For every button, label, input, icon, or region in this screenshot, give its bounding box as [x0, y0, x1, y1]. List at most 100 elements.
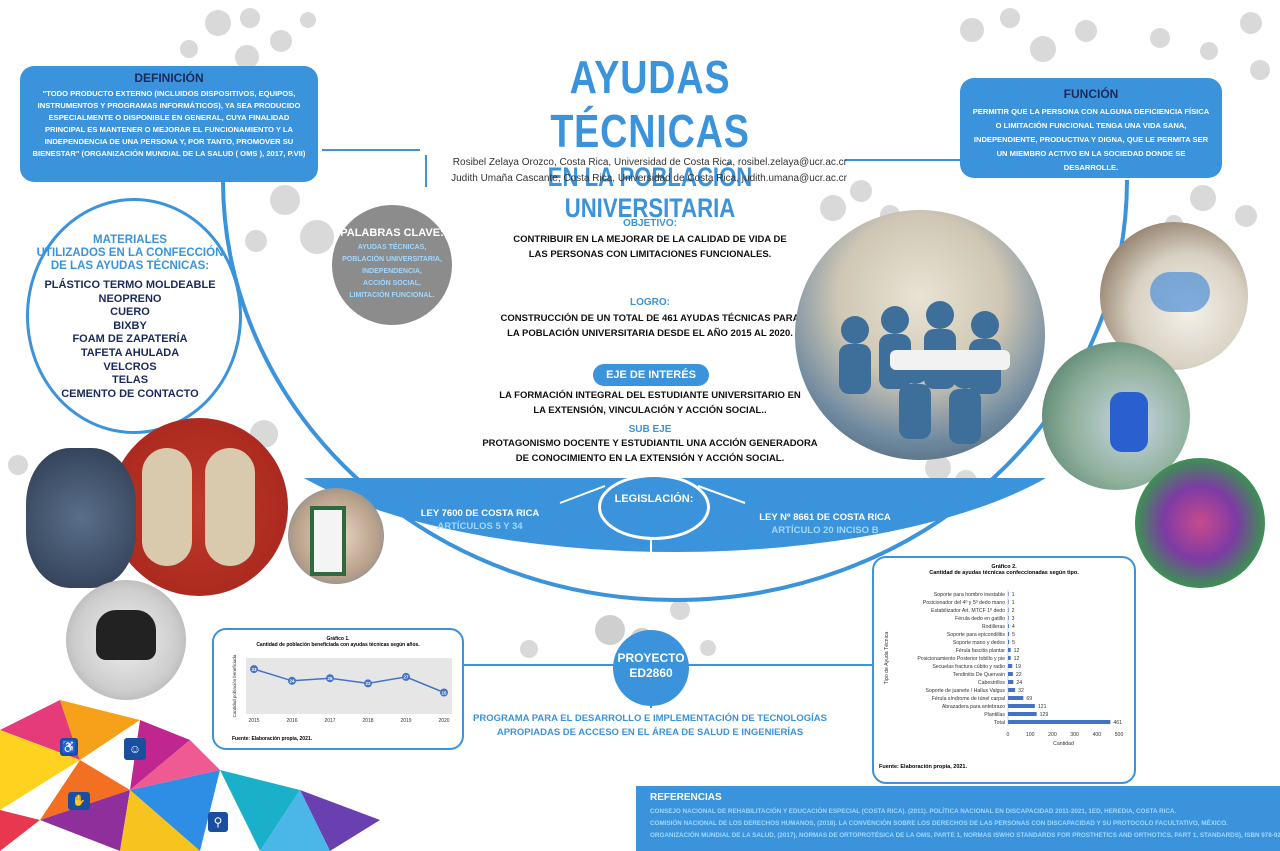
ley-8661-line-1: LEY Nº 8661 DE COSTA RICA — [759, 512, 891, 523]
proyecto-circle: PROYECTO ED2860 — [613, 630, 689, 706]
photo-colored-cast — [1135, 458, 1265, 588]
bar-value-label: 4 — [1012, 624, 1015, 630]
material-item: TAFETA AHULADA — [80, 346, 180, 359]
bar — [1008, 680, 1014, 684]
series-line — [253, 668, 445, 694]
material-item: PLÁSTICO TERMO MOLDEABLE — [44, 279, 216, 291]
x-axis-label: Cantidad — [1053, 741, 1074, 747]
photo-knee-brace — [26, 448, 136, 588]
grafico-1-source: Fuente: Elaboración propia, 2021. — [232, 736, 313, 742]
category-label: Soporte de juanete / Hallux Valgus — [926, 688, 1006, 694]
x-tick-label: 2018 — [362, 718, 373, 724]
x-tick-label: 300 — [1070, 732, 1079, 738]
sub-eje-block: SUB EJE PROTAGONISMO DOCENTE Y ESTUDIANT… — [460, 424, 840, 466]
sub-eje-line-2: DE CONOCIMIENTO EN LA EXTENSIÓN Y ACCIÓN… — [515, 453, 785, 464]
author-2: Judith Umaña Cascante, Costa Rica, Unive… — [451, 173, 847, 184]
photo-foot-splint — [288, 488, 384, 584]
bar — [1008, 600, 1009, 604]
data-label: 22 — [365, 681, 371, 686]
bar — [1008, 696, 1024, 700]
photo-splint-blue — [1042, 342, 1190, 490]
bar-value-label: 12 — [1014, 648, 1020, 654]
definicion-heading: DEFINICIÓN — [134, 71, 204, 85]
category-label: Plantillas — [984, 712, 1005, 718]
title-block: AYUDAS TÉCNICAS EN LA POBLACIÓN UNIVERSI… — [440, 50, 860, 224]
bar — [1008, 704, 1035, 708]
bar — [1008, 720, 1111, 724]
eje-line-1: LA FORMACIÓN INTEGRAL DEL ESTUDIANTE UNI… — [499, 390, 801, 401]
legislacion-heading: LEGISLACIÓN: — [614, 493, 694, 505]
x-tick-label: 2020 — [438, 718, 449, 724]
referencias-box: REFERENCIAS CONSEJO NACIONAL DE REHABILI… — [636, 786, 1280, 851]
x-tick-label: 2019 — [400, 718, 411, 724]
bar — [1008, 664, 1013, 668]
category-label: Tendinitis De Quervain — [953, 672, 1005, 678]
programa-block: PROGRAMA PARA EL DESARROLLO E IMPLEMENTA… — [470, 712, 830, 740]
data-point — [326, 674, 334, 683]
x-tick-label: 2015 — [248, 718, 259, 724]
ley-7600: LEY 7600 DE COSTA RICA ARTÍCULOS 5 Y 34 — [400, 507, 560, 533]
page-subtitle: EN LA POBLACIÓN UNIVERSITARIA — [547, 162, 753, 223]
grafico-2-title: Gráfico 2. — [991, 564, 1017, 570]
bar-value-label: 461 — [1113, 720, 1122, 726]
convencion-line-3: DEL 2008 — [628, 586, 672, 597]
material-item: VELCROS — [103, 360, 157, 373]
category-label: Férula fascitis plantar — [956, 648, 1006, 654]
data-point — [288, 676, 296, 685]
palabras-clave-circle: PALABRAS CLAVE: AYUDAS TÉCNICAS, POBLACI… — [332, 205, 452, 325]
data-label: 33 — [251, 667, 257, 672]
insole-left-icon — [142, 448, 192, 566]
funcion-heading: FUNCIÓN — [1063, 87, 1119, 101]
authors: Rosibel Zelaya Orozco, Costa Rica, Unive… — [425, 155, 847, 187]
bar — [1008, 648, 1011, 652]
grafico-1-subtitle: Cantidad de población beneficiada con ay… — [256, 642, 420, 648]
x-tick-label: 2017 — [324, 718, 335, 724]
bar-value-label: 129 — [1040, 712, 1049, 718]
material-item: CEMENTO DE CONTACTO — [61, 387, 199, 400]
grafico-2-source: Fuente: Elaboración propia, 2021. — [879, 764, 968, 770]
proyecto-line-1: PROYECTO — [617, 651, 685, 665]
material-item: TELAS — [111, 374, 149, 387]
blind-icon: ⚲ — [208, 812, 228, 832]
bar-value-label: 69 — [1026, 696, 1032, 702]
data-label: 26 — [327, 676, 333, 681]
category-label: Secuelas fractura cúbito y radio — [932, 664, 1005, 670]
x-tick-label: 0 — [1007, 732, 1010, 738]
category-label: Abrazadera para antebrazo — [942, 704, 1005, 710]
objetivo-line-2: LAS PERSONAS CON LIMITACIONES FUNCIONALE… — [528, 249, 772, 260]
bar — [1008, 616, 1009, 620]
objetivo-block: OBJETIVO: CONTRIBUIR EN LA MEJORAR DE LA… — [480, 218, 820, 262]
reference-item: ORGANIZACIÓN MUNDIAL DE LA SALUD, (2017)… — [650, 832, 1280, 839]
bar — [1008, 592, 1009, 596]
data-point — [440, 688, 448, 697]
funcion-box: FUNCIÓN PERMITIR QUE LA PERSONA CON ALGU… — [960, 78, 1222, 178]
x-tick-label: 100 — [1026, 732, 1035, 738]
materiales-heading-1: MATERIALES — [93, 234, 167, 246]
convencion: CONVENCIÓN SOBRE LOS DERECHOS DE LAS PER… — [540, 562, 760, 598]
bar-value-label: 2 — [1012, 608, 1015, 614]
funcion-body: PERMITIR QUE LA PERSONA CON ALGUNA DEFIC… — [972, 107, 1210, 172]
data-point — [250, 665, 258, 674]
sub-eje-line-1: PROTAGONISMO DOCENTE Y ESTUDIANTIL UNA A… — [482, 438, 818, 449]
proyecto-line-2: ED2860 — [629, 666, 673, 680]
eje-badge: EJE DE INTERÉS — [593, 364, 709, 386]
y-axis-label: Cantidad población beneficiada — [232, 654, 237, 717]
grafico-2-box: Gráfico 2. Cantidad de ayudas técnicas c… — [872, 556, 1136, 784]
splint-strap-icon — [310, 506, 346, 576]
convencion-line-1: CONVENCIÓN SOBRE LOS DERECHOS DE — [552, 562, 748, 573]
category-label: Férula síndrome de túnel carpal — [932, 696, 1005, 702]
decorative-corner-shapes — [0, 700, 380, 851]
ley-7600-line-1: LEY 7600 DE COSTA RICA — [420, 508, 540, 519]
bar-value-label: 19 — [1015, 664, 1021, 670]
reference-item: CONSEJO NACIONAL DE REHABILITACIÓN Y EDU… — [650, 808, 1177, 815]
grafico-1-box: Gráfico 1. Cantidad de población benefic… — [212, 628, 464, 750]
materiales-heading-2: UTILIZADOS EN LA CONFECCIÓN — [36, 247, 224, 259]
author-1: Rosibel Zelaya Orozco, Costa Rica, Unive… — [452, 157, 847, 168]
people-icon — [839, 301, 1010, 444]
bar — [1008, 632, 1010, 636]
category-label: Rodilleras — [982, 624, 1005, 630]
insole-right-icon — [205, 448, 255, 566]
materiales-circle — [26, 198, 242, 434]
bar — [1008, 712, 1037, 716]
